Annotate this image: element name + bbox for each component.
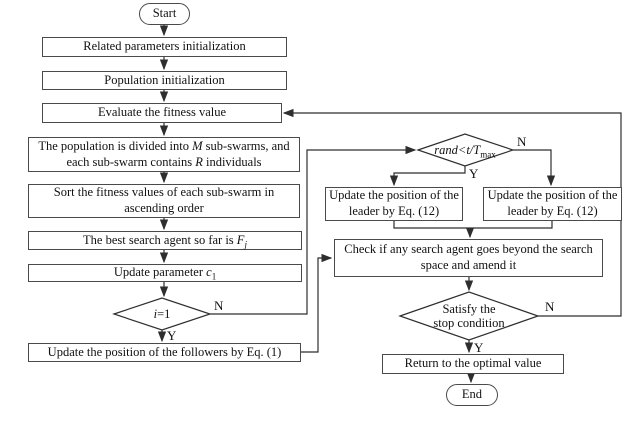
node-evaluate-fitness-label: Evaluate the fitness value [97, 105, 227, 120]
node-update-leader-left-label: Update the position of the leader by Eq.… [329, 188, 459, 218]
node-end-label: End [461, 387, 483, 402]
node-return-optimal-label: Return to the optimal value [404, 356, 542, 371]
node-divide-population: The population is divided into M sub-swa… [28, 137, 300, 172]
decision-diamonds [112, 133, 540, 341]
node-related-params-label: Related parameters initialization [83, 39, 246, 54]
node-update-followers: Update the position of the followers by … [28, 343, 301, 362]
node-best-agent-label: The best search agent so far is Fj [83, 232, 247, 250]
node-sort-fitness-label: Sort the fitness values of each sub-swar… [53, 185, 275, 215]
node-population-init: Population initialization [42, 71, 287, 90]
branch-label-rand-yes: Y [469, 166, 479, 181]
decision-diamond-i [112, 297, 212, 331]
node-start-label: Start [152, 6, 177, 21]
node-boundary-check: Check if any search agent goes beyond th… [334, 239, 603, 277]
node-population-init-label: Population initialization [104, 72, 225, 87]
decision-diamond-stop [398, 291, 540, 341]
node-evaluate-fitness: Evaluate the fitness value [42, 103, 282, 123]
node-best-agent: The best search agent so far is Fj [28, 231, 302, 250]
branch-label-rand-no: N [517, 134, 527, 149]
node-update-leader-right-label: Update the position of the leader by Eq.… [487, 188, 618, 218]
node-divide-population-label: The population is divided into M sub-swa… [38, 138, 290, 169]
branch-label-stop-no: N [545, 299, 555, 314]
node-return-optimal: Return to the optimal value [382, 354, 564, 374]
node-related-params-init: Related parameters initialization [42, 37, 287, 57]
node-update-c1-label: Update parameter c1 [113, 265, 217, 282]
node-sort-fitness: Sort the fitness values of each sub-swar… [28, 184, 300, 218]
node-boundary-check-label: Check if any search agent goes beyond th… [344, 242, 593, 272]
branch-label-i-no: N [214, 298, 224, 313]
node-update-leader-left: Update the position of the leader by Eq.… [325, 187, 463, 221]
branch-label-i-yes: Y [167, 328, 177, 343]
node-update-leader-right: Update the position of the leader by Eq.… [483, 187, 622, 221]
node-update-c1: Update parameter c1 [28, 264, 302, 282]
node-start: Start [139, 3, 190, 25]
branch-label-stop-yes: Y [474, 340, 484, 355]
node-update-followers-label: Update the position of the followers by … [47, 344, 282, 359]
decision-diamond-rand [416, 133, 515, 167]
connector-lines [157, 25, 622, 384]
node-end: End [446, 384, 498, 406]
